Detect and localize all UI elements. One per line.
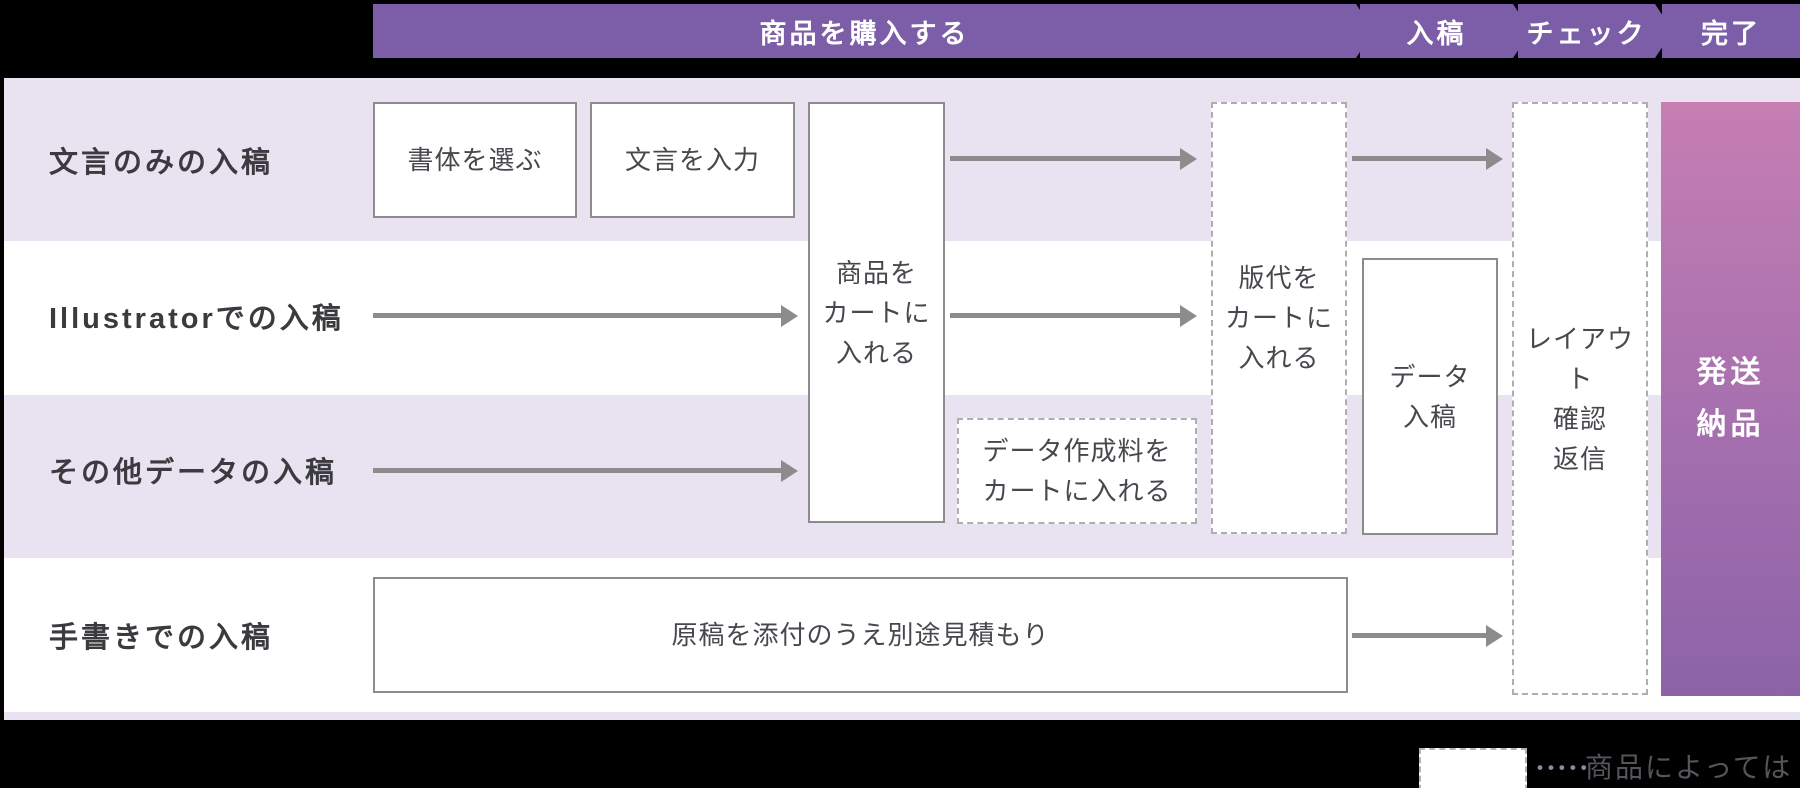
box-label: データ 入稿	[1389, 361, 1471, 432]
box-label: 書体を選ぶ	[407, 145, 543, 175]
box-label: 文言を入力	[624, 145, 760, 175]
arrow-platefee-to-layout	[1352, 156, 1486, 161]
box-label: 商品を カートに 入れる	[822, 257, 931, 368]
box-layout-confirm: レイアウト 確認 返信	[1512, 102, 1648, 695]
step-check: チェック	[1518, 4, 1673, 58]
row-label-illustrator: Illustratorでの入稿	[49, 303, 344, 335]
row-label-text-only: 文言のみの入稿	[49, 147, 274, 179]
arrow-cart-to-platefee-row1	[950, 156, 1180, 161]
legend-dots: •••••	[1537, 758, 1592, 777]
bar-shipping-delivery: 発送 納品	[1661, 102, 1800, 696]
legend-note: 商品によっては必要	[1585, 752, 1793, 783]
arrow-cart-to-platefee-row2	[950, 313, 1180, 318]
row-label-other-data: その他データの入稿	[49, 457, 338, 489]
step-complete-label: 完了	[1701, 18, 1761, 49]
box-enter-wording: 文言を入力	[590, 102, 795, 218]
box-label: データ作成料を カートに入れる	[982, 436, 1172, 506]
step-submit-label: 入稿	[1406, 18, 1467, 49]
arrow-illustrator-to-cart	[373, 313, 781, 318]
box-label: 原稿を添付のうえ別途見積もり	[671, 620, 1050, 650]
row-label-handwritten: 手書きでの入稿	[49, 622, 274, 654]
step-purchase-label: 商品を購入する	[759, 18, 970, 49]
box-label: 版代を カートに 入れる	[1224, 263, 1333, 373]
box-manuscript-quote: 原稿を添付のうえ別途見積もり	[373, 577, 1348, 693]
box-label: レイアウト 確認 返信	[1525, 323, 1634, 474]
box-choose-typeface: 書体を選ぶ	[373, 102, 577, 218]
step-complete: 完了	[1662, 4, 1800, 58]
arrow-quote-to-layout	[1352, 633, 1486, 638]
legend-optional-box	[1419, 748, 1527, 788]
arrow-otherdata-to-cart	[373, 468, 781, 473]
bar-shipping-delivery-label: 発送 納品	[1696, 356, 1765, 441]
box-product-to-cart: 商品を カートに 入れる	[808, 102, 945, 523]
box-plate-fee-to-cart: 版代を カートに 入れる	[1211, 102, 1347, 534]
step-purchase: 商品を購入する	[373, 4, 1374, 58]
box-data-submission: データ 入稿	[1362, 258, 1498, 535]
box-data-fee-to-cart: データ作成料を カートに入れる	[957, 418, 1197, 524]
step-submit: 入稿	[1360, 4, 1531, 58]
step-check-label: チェック	[1526, 18, 1647, 49]
